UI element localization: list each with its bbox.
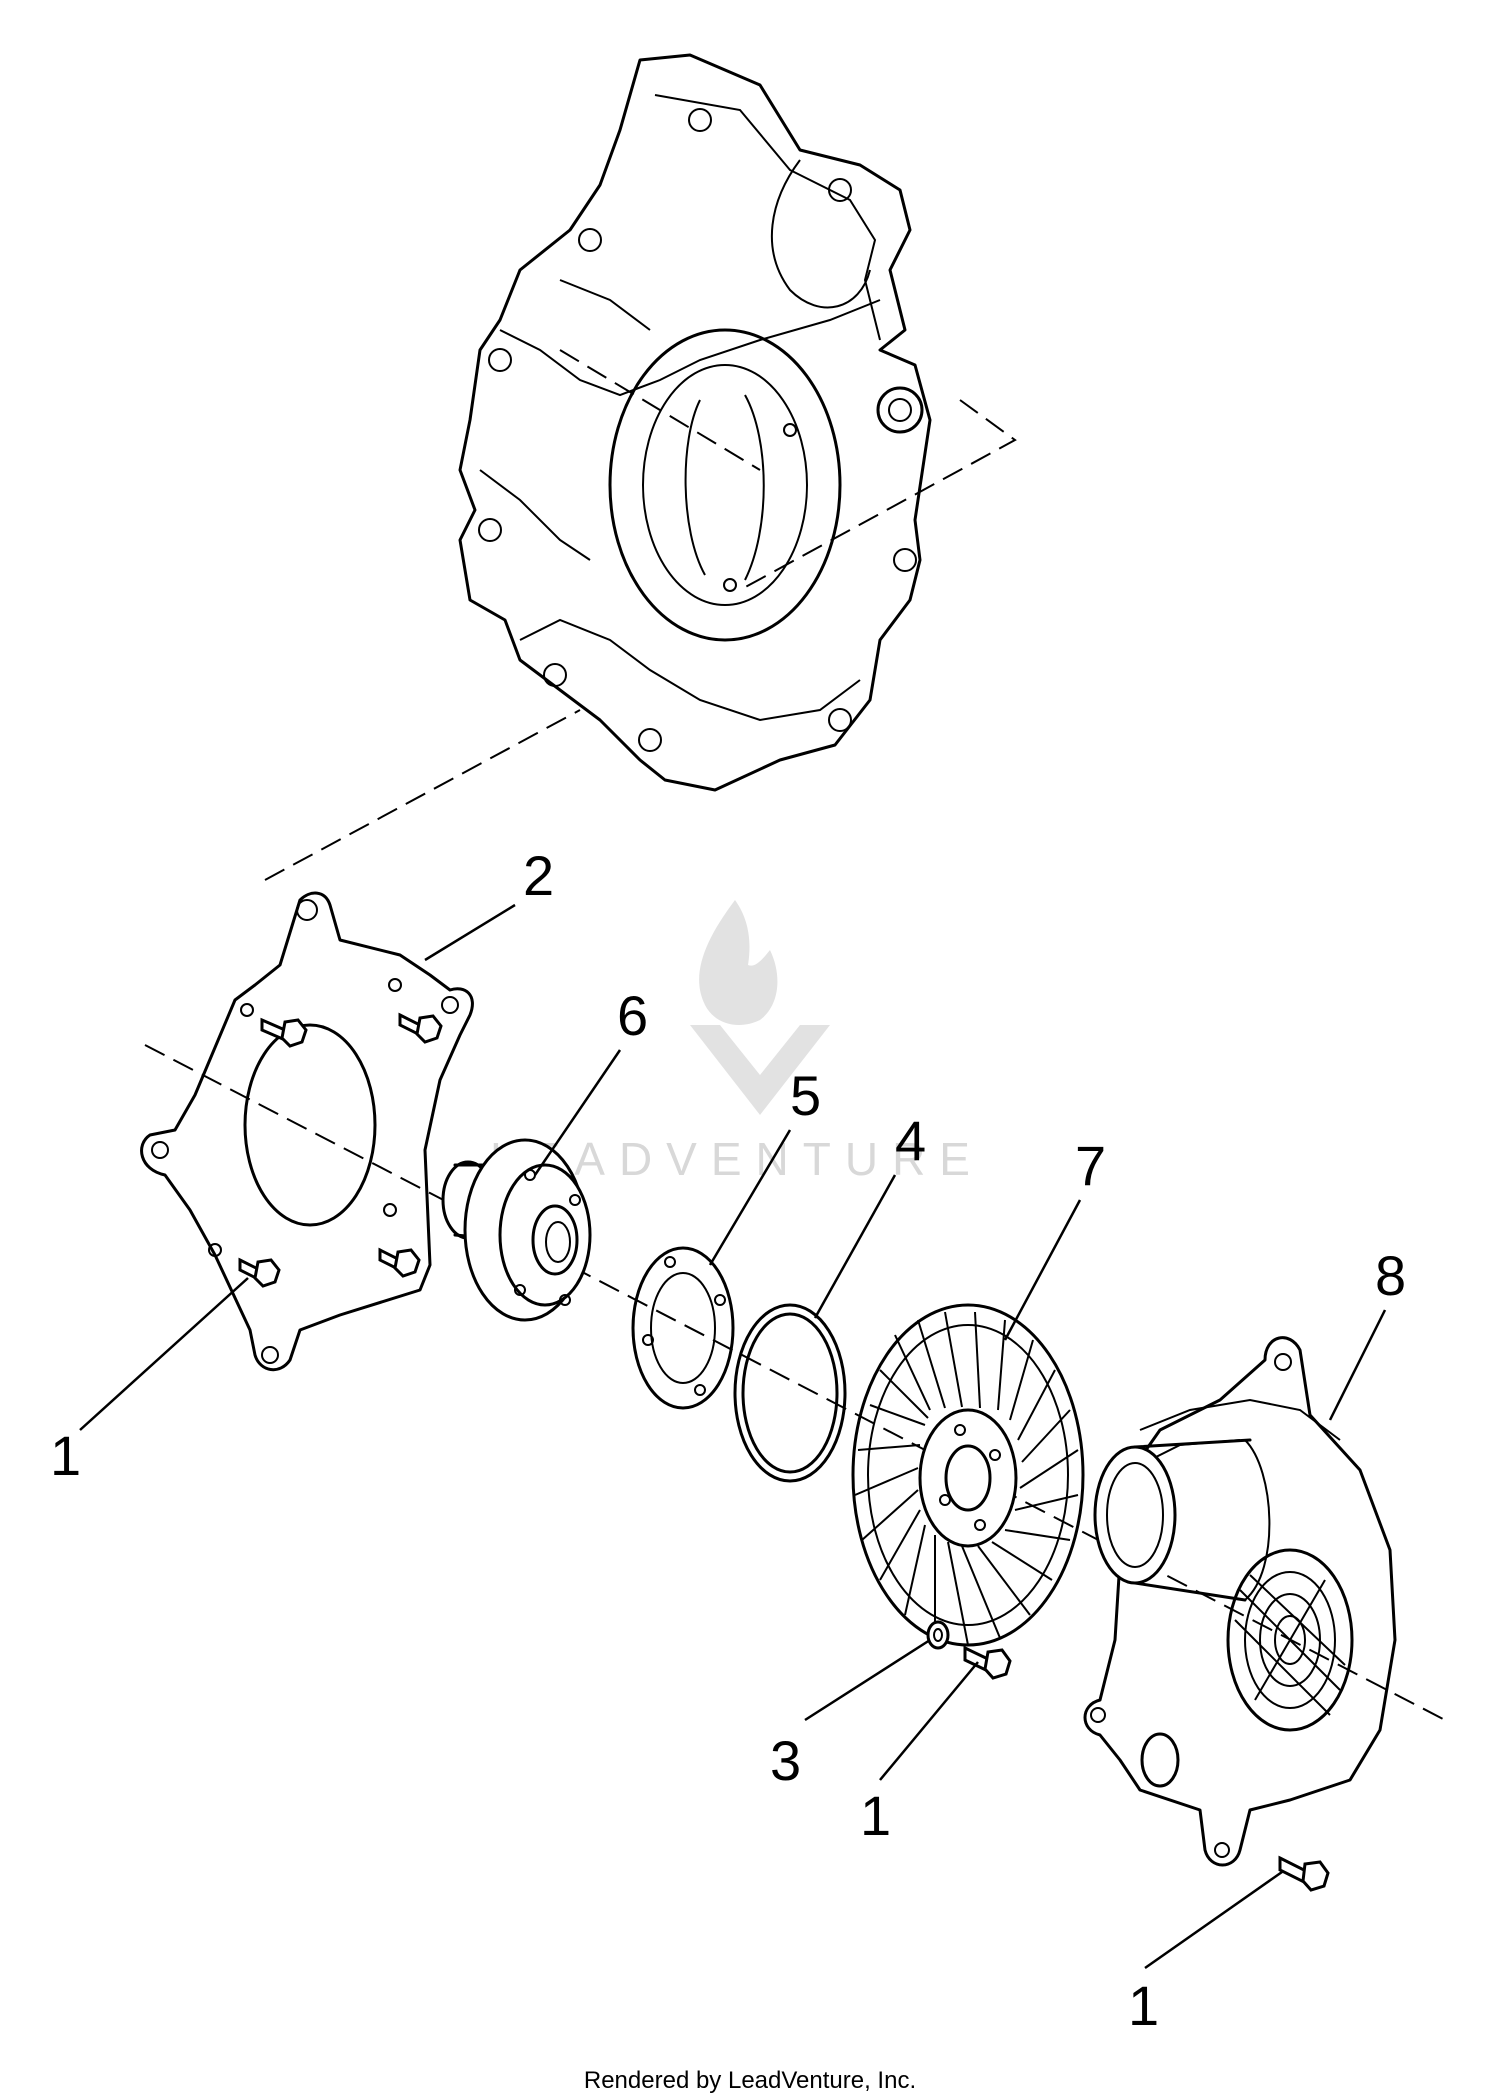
- callout-8: 8: [1375, 1244, 1406, 1307]
- engine-case: [458, 53, 932, 792]
- alignment-line-top: [264, 709, 581, 881]
- leader-1c: [1144, 1870, 1283, 1970]
- footer-credit: Rendered by LeadVenture, Inc.: [584, 2067, 916, 2094]
- leader-6: [533, 1049, 622, 1176]
- bolt-fan: [963, 1645, 1012, 1680]
- callout-1-right: 1: [1128, 1974, 1159, 2037]
- leader-2: [424, 903, 516, 962]
- leader-1b: [879, 1661, 979, 1781]
- bolt-plate-4: [378, 1247, 421, 1278]
- mounting-plate: [140, 891, 474, 1371]
- gasket-ring: [631, 1246, 735, 1410]
- bolt-plate-3: [238, 1257, 281, 1288]
- leader-1a: [79, 1277, 249, 1431]
- callout-7: 7: [1075, 1134, 1106, 1197]
- alignment-line-center: [559, 349, 761, 471]
- callout-3: 3: [770, 1729, 801, 1792]
- callout-2: 2: [523, 844, 554, 907]
- callout-5: 5: [790, 1064, 821, 1127]
- cooling-fan: [851, 1303, 1085, 1647]
- alignment-line-right: [739, 399, 1017, 591]
- watermark-logo: [690, 900, 830, 1115]
- leader-3: [804, 1638, 931, 1722]
- washer: [926, 1620, 950, 1650]
- callout-4: 4: [895, 1109, 926, 1172]
- leader-7: [1003, 1199, 1082, 1341]
- o-ring: [733, 1303, 847, 1483]
- bolt-housing: [1278, 1855, 1330, 1892]
- blower-housing: [1083, 1336, 1397, 1867]
- bolt-plate-2: [398, 1012, 443, 1044]
- leader-5: [708, 1129, 792, 1266]
- callout-1-left: 1: [50, 1424, 81, 1487]
- callout-6: 6: [617, 984, 648, 1047]
- hub: [441, 1138, 592, 1322]
- leader-4: [813, 1174, 897, 1319]
- callout-1-center: 1: [860, 1784, 891, 1847]
- leader-8: [1328, 1309, 1387, 1421]
- bolt-plate-1: [260, 1017, 308, 1048]
- assembly-axis: [144, 1044, 1446, 1721]
